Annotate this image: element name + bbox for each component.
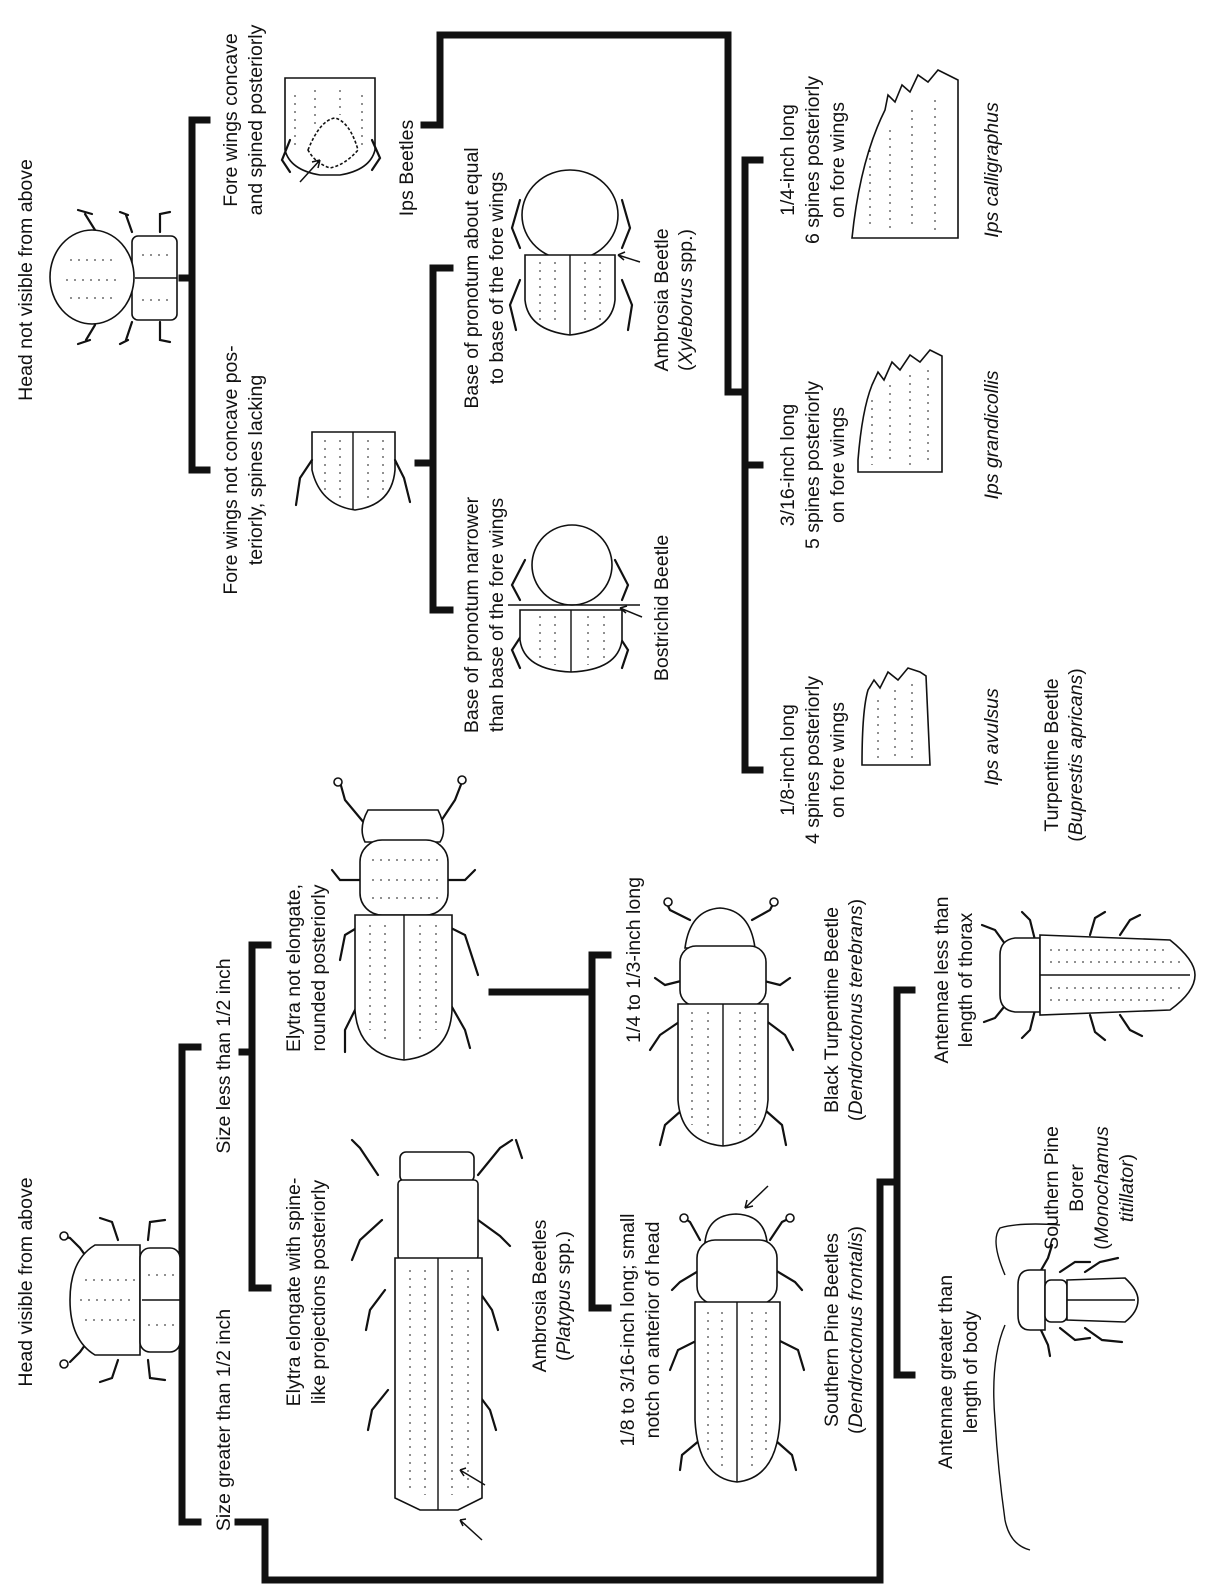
- label-ips-avulsus-desc-1: 1/8-inch long: [777, 704, 799, 816]
- pointer-arrow-icon: [620, 606, 642, 617]
- label-elytra-elongate-1: Elytra elongate with spine-: [283, 1178, 305, 1407]
- suffix-xyleborus: spp.): [675, 229, 697, 278]
- label-fore-wings-not-concave-1: Fore wings not concave pos-: [220, 345, 242, 594]
- longhorn-beetle-icon: [994, 1224, 1138, 1550]
- bracket-elytra: [252, 945, 268, 1288]
- bostrichid-beetle-icon: [508, 525, 642, 672]
- label-ips-grandicollis: Ips grandicollis: [981, 370, 1003, 499]
- genus-xyleborus: Xyleborus: [675, 278, 697, 366]
- bark-beetle-large-icon: [332, 776, 478, 1060]
- southern-pine-beetle-icon: [670, 1186, 804, 1482]
- label-black-turpentine-2: (Dendroctonus terebrans): [845, 899, 867, 1121]
- pointer-arrow-icon: [618, 252, 640, 262]
- beetle-head-hidden-icon: [50, 210, 177, 344]
- label-base-narrower-1: Base of pronotum narrower: [461, 496, 483, 733]
- bracket-size: [182, 1047, 198, 1522]
- bracket-antennae: [897, 990, 912, 1375]
- label-base-equal-2: to base of the fore wings: [486, 172, 508, 385]
- label-ips-calligraphus-desc-2: 6 spines posteriorly: [802, 76, 824, 244]
- ips-concave-wings-icon: [282, 78, 380, 182]
- label-ips-calligraphus-desc-1: 1/4-inch long: [777, 104, 799, 216]
- label-antennae-less-2: length of thorax: [955, 913, 977, 1048]
- label-antennae-greater-2: length of body: [960, 1310, 982, 1433]
- ips-calligraphus-wing-icon: [852, 70, 958, 238]
- bracket-fore-wings: [192, 120, 207, 470]
- label-size-less: Size less than 1/2 inch: [213, 958, 235, 1153]
- label-ambrosia-xyleborus-2: (Xyleborus spp.): [675, 229, 697, 371]
- genus-monochamus: Monochamus: [1091, 1126, 1113, 1243]
- label-ips-avulsus-desc-3: on fore wings: [827, 702, 849, 818]
- label-southern-pine-borer-2: Borer: [1066, 1164, 1088, 1212]
- suffix-platypus: spp.): [553, 1231, 575, 1280]
- label-antennae-less-1: Antennae less than: [931, 897, 953, 1064]
- label-fore-wings-concave-1: Fore wings concave: [220, 33, 242, 206]
- species-terebrans: Dendroctonus terebrans: [845, 905, 867, 1114]
- label-ips-grandicollis-desc-1: 3/16-inch long: [777, 404, 799, 527]
- label-southern-pine-beetles-2: (Dendroctonus frontalis): [845, 1226, 867, 1434]
- genus-platypus: Platypus: [553, 1279, 575, 1354]
- label-fore-wings-not-concave-2: teriorly, spines lacking: [245, 375, 267, 565]
- bracket-dendroctonus: [592, 955, 608, 1308]
- label-antennae-greater-1: Antennae greater than: [935, 1275, 957, 1469]
- platypus-beetle-icon: [352, 1140, 522, 1540]
- not-concave-wings-icon: [296, 432, 410, 510]
- label-black-turpentine-1: Black Turpentine Beetle: [821, 907, 843, 1113]
- black-turpentine-beetle-icon: [650, 898, 793, 1146]
- label-ips-beetles: Ips Beetles: [396, 120, 418, 217]
- label-size-quarter: 1/4 to 1/3-inch long: [623, 877, 645, 1043]
- label-elytra-not-elongate-1: Elytra not elongate,: [283, 884, 305, 1052]
- label-bostrichid: Bostrichid Beetle: [651, 535, 673, 681]
- ips-grandicollis-wing-icon: [858, 350, 942, 472]
- label-ips-grandicollis-desc-2: 5 spines posteriorly: [802, 381, 824, 549]
- label-ips-avulsus-desc-2: 4 spines posteriorly: [802, 676, 824, 844]
- label-head-visible: Head visible from above: [15, 1177, 37, 1386]
- label-ambrosia-platypus-1: Ambrosia Beetles: [529, 1219, 551, 1372]
- label-size-eighth-2: notch on anterior of head: [642, 1222, 664, 1439]
- label-fore-wings-concave-2: and spined posteriorly: [245, 24, 267, 215]
- pointer-arrow-icon: [460, 1519, 482, 1540]
- label-southern-pine-borer-3: (Monochamus: [1091, 1126, 1113, 1250]
- species-frontalis: Dendroctonus frontalis: [845, 1232, 867, 1427]
- label-head-not-visible: Head not visible from above: [15, 159, 37, 401]
- beetle-head-visible-icon: [60, 1218, 180, 1382]
- pointer-arrow-icon: [745, 1186, 768, 1208]
- buprestid-beetle-icon: [982, 912, 1195, 1040]
- label-ambrosia-platypus-2: (Platypus spp.): [553, 1231, 575, 1361]
- bracket-base-pronotum: [433, 268, 450, 610]
- label-ips-grandicollis-desc-3: on fore wings: [827, 407, 849, 523]
- label-ips-avulsus: Ips avulsus: [981, 688, 1003, 786]
- label-southern-pine-borer-1: Southern Pine: [1041, 1126, 1063, 1250]
- label-ips-calligraphus-desc-3: on fore wings: [827, 102, 849, 218]
- ips-avulsus-wing-icon: [862, 668, 930, 765]
- label-turpentine-2: (Buprestis apricans): [1065, 668, 1087, 841]
- species-titillator: titillator: [1116, 1159, 1138, 1222]
- label-elytra-elongate-2: like projections posteriorly: [308, 1180, 330, 1405]
- label-turpentine-1: Turpentine Beetle: [1041, 678, 1063, 831]
- label-base-equal-1: Base of pronotum about equal: [461, 147, 483, 408]
- label-ambrosia-xyleborus-1: Ambrosia Beetle: [651, 228, 673, 371]
- label-base-narrower-2: than base of the fore wings: [486, 498, 508, 732]
- label-size-eighth-1: 1/8 to 3/16-inch long; small: [617, 1213, 639, 1446]
- species-buprestis: Buprestis apricans: [1065, 675, 1087, 836]
- label-southern-pine-borer-4: titillator): [1116, 1154, 1138, 1222]
- ambrosia-beetle-icon: [510, 170, 640, 335]
- label-elytra-not-elongate-2: rounded posteriorly: [308, 884, 330, 1051]
- label-size-greater: Size greater than 1/2 inch: [213, 1309, 235, 1531]
- label-southern-pine-beetles-1: Southern Pine Beetles: [821, 1233, 843, 1427]
- label-ips-calligraphus: Ips calligraphus: [981, 102, 1003, 238]
